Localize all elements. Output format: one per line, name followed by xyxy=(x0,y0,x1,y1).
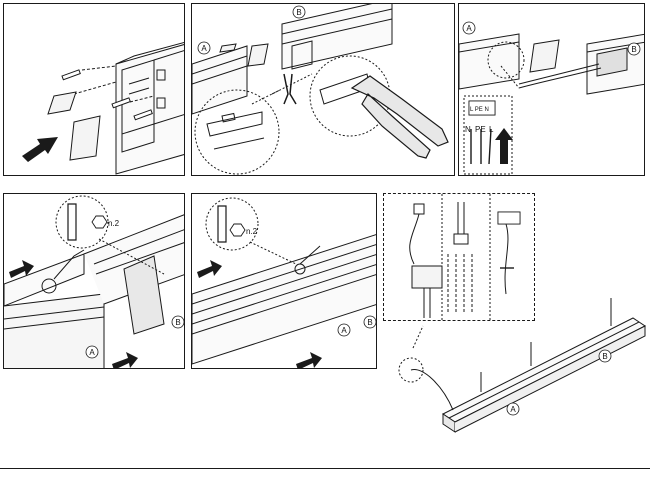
callout-a: A xyxy=(462,21,476,35)
hex-key-size: n.2 xyxy=(108,219,120,228)
panel-step-1 xyxy=(3,3,185,176)
wire-label-n: N xyxy=(465,125,471,134)
callout-b: B xyxy=(598,349,612,363)
connector-block-icon: L PE N xyxy=(468,100,496,116)
callout-b-label: B xyxy=(631,45,636,54)
step-2-illustration: A B xyxy=(192,4,449,175)
hex-key-icon xyxy=(67,203,108,241)
wire-label-l: L xyxy=(489,125,494,134)
bold-arrow-icon xyxy=(9,260,34,278)
bold-arrow-icon xyxy=(197,260,222,278)
profile-end xyxy=(115,42,184,175)
connector-pins xyxy=(61,65,155,121)
callout-a-label: A xyxy=(510,405,516,414)
callout-b: B xyxy=(363,315,376,329)
panel-step-2: A B xyxy=(191,3,455,176)
step-5-illustration: n.2 A B xyxy=(192,197,376,368)
callout-b: B xyxy=(627,42,641,56)
callout-a: A xyxy=(197,41,211,55)
bottom-divider xyxy=(0,468,650,469)
film-sheet xyxy=(47,91,101,161)
callout-a-label: A xyxy=(201,44,207,53)
hex-key-icon xyxy=(217,205,246,243)
hex-key-size: n.2 xyxy=(246,227,258,236)
callout-a: A xyxy=(85,345,99,359)
luminaire-overview: A B xyxy=(398,298,646,433)
connector-block-icon xyxy=(497,211,521,225)
bold-arrow-icon xyxy=(112,352,138,368)
pliers-icon xyxy=(350,75,449,159)
panel-step-6-overview: A B xyxy=(383,296,650,468)
step-6-detail-illustration xyxy=(409,194,521,322)
callout-a: A xyxy=(337,323,351,337)
callout-b-label: B xyxy=(296,8,301,17)
step-4-illustration: n.2 A B xyxy=(4,195,184,368)
callout-a-label: A xyxy=(341,326,347,335)
callout-b-label: B xyxy=(367,318,372,327)
panel-step-3: L PE N N PE L A B xyxy=(458,3,645,176)
callout-a-label: A xyxy=(466,24,472,33)
callout-a: A xyxy=(506,402,520,416)
terminal-block-text: L PE N xyxy=(470,107,489,113)
panel-step-6-detail xyxy=(383,193,535,322)
step-1-illustration xyxy=(22,42,184,175)
bold-arrow-icon xyxy=(296,352,322,368)
panel-step-4: n.2 A B xyxy=(3,193,185,369)
wire-label-pe: PE xyxy=(475,125,486,134)
callout-b: B xyxy=(171,315,184,329)
callout-b-label: B xyxy=(175,318,180,327)
callout-b: B xyxy=(292,5,306,19)
callout-a-label: A xyxy=(89,348,95,357)
callout-b-label: B xyxy=(602,352,607,361)
step-3-illustration: L PE N N PE L A B xyxy=(459,21,644,175)
bold-arrow-icon xyxy=(22,137,58,162)
panel-step-5: n.2 A B xyxy=(191,193,377,369)
bold-arrow-icon xyxy=(495,128,513,164)
